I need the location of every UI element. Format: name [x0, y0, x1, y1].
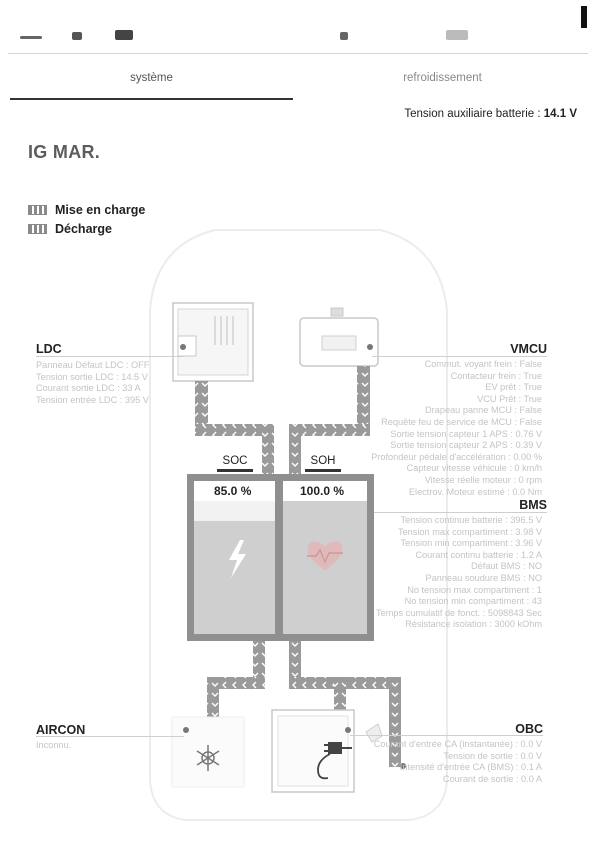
car-outline [149, 229, 448, 821]
aircon-info-row: Inconnu. [36, 740, 72, 750]
bms-info-row: Défaut BMS : NO [471, 561, 542, 572]
header-fragment [20, 36, 42, 39]
soh-value: 100.0 % [300, 484, 345, 498]
active-tab-indicator [10, 98, 293, 100]
soc-value: 85.0 % [214, 484, 252, 498]
obc-info-row: Tension de sortie : 0.0 V [443, 750, 542, 761]
legend-charge: Mise en charge [28, 203, 145, 217]
ldc-info: Panneau Défaut LDC : OFF Tension sortie … [36, 360, 149, 406]
header-divider [8, 53, 588, 54]
header-fragment [115, 30, 133, 40]
ldc-info-row: Courant sortie LDC : 33 A [36, 383, 141, 394]
vehicle-name: IG MAR. [28, 142, 101, 162]
bms-info-row: Panneau soudure BMS : NO [425, 572, 542, 583]
header-fragment [72, 32, 82, 40]
soc-label-bar [217, 469, 253, 472]
vmcu-info-row: Capteur vitesse véhicule : 0 km/h [406, 463, 542, 474]
bms-info-row: Tension max compartiment : 3.98 V [397, 526, 542, 537]
aircon-title: AIRCON [36, 723, 86, 737]
bms-title: BMS [519, 498, 547, 512]
pipe-ldc-down [262, 424, 274, 474]
soc-label: SOC [222, 455, 248, 467]
vmcu-leader-line [372, 356, 547, 357]
bms-info-row: Tension continue batterie : 396.5 V [400, 515, 542, 525]
cut-header [0, 18, 595, 48]
aux-battery-voltage: Tension auxiliaire batterie : 14.1 V [404, 108, 577, 120]
vmcu-info-row: Sortie tension capteur 2 APS : 0.39 V [390, 440, 542, 451]
bms-info-row: No tension max compartiment : 1 [407, 584, 542, 595]
bms-info-row: No tension min compartiment : 43 [404, 596, 542, 607]
vmcu-info-row: EV prêt : True [485, 382, 542, 393]
soh-label-bar [305, 469, 341, 472]
pipe-aircon-horizontal [207, 677, 265, 689]
legend-discharge: Décharge [28, 222, 112, 236]
charge-plug-icon [317, 742, 352, 780]
soh-label: SOH [310, 455, 336, 467]
obc-title: OBC [515, 722, 543, 736]
ldc-info-row: Tension sortie LDC : 14.5 V [36, 371, 148, 382]
bms-info-row: Temps cumulatif de fonct. : 5098843 Sec [376, 607, 542, 618]
heart-pulse-icon [307, 541, 343, 570]
vmcu-info-row: Contacteur frein : True [450, 370, 542, 381]
vmcu-info-row: Sortie tension capteur 1 APS : 0.76 V [390, 428, 542, 439]
pulse-line [307, 548, 343, 564]
bms-info-row: Courant continu batterie : 1.2 A [415, 549, 542, 560]
bms-info-row: Tension min compartiment : 3.96 V [400, 538, 542, 549]
vmcu-title: VMCU [510, 342, 547, 356]
obc-module-icon[interactable] [271, 709, 406, 793]
vmcu-module-icon[interactable] [299, 307, 379, 367]
pipe-vmcu-horizontal [289, 424, 370, 436]
ldc-module-icon[interactable] [172, 302, 254, 382]
aux-battery-label: Tension auxiliaire batterie : [404, 108, 541, 120]
charge-arrow-icon [28, 205, 47, 215]
bms-info: Tension continue batterie : 396.5 V Tens… [376, 515, 542, 631]
vmcu-info-row: VCU Prêt : True [477, 393, 542, 404]
battery-pack[interactable] [187, 474, 374, 641]
vmcu-info-row: Electrov. Moteur estimé : 0.0 Nm [408, 486, 542, 497]
pipe-vmcu-down [289, 424, 301, 474]
vmcu-info-row: Drapeau panne MCU : False [425, 405, 542, 416]
pipe-vmcu-vertical [357, 366, 370, 428]
pipe-aircon-down [207, 677, 219, 721]
obc-info-row: Courant de sortie : 0.0 A [442, 773, 542, 784]
header-fragment [446, 30, 468, 40]
ldc-title: LDC [36, 342, 62, 356]
pipe-ldc-horizontal [195, 424, 272, 436]
aux-battery-value: 14.1 V [543, 108, 577, 120]
bms-info-row: Résistance isolation : 3000 kOhm [405, 619, 542, 630]
ldc-info-row: Tension entrée LDC : 395 V [36, 394, 149, 405]
soc-cell-fill [194, 520, 275, 634]
pipe-obc-down [334, 677, 346, 711]
aircon-module-icon[interactable] [171, 716, 245, 788]
legend-discharge-label: Décharge [55, 222, 112, 236]
vmcu-info-row: Commut. voyant frein : False [424, 359, 542, 369]
fan-icon [196, 745, 220, 771]
aircon-leader-line [36, 736, 184, 737]
obc-leader-line [350, 735, 543, 736]
obc-info-row: Courant d'entrée CA (instantanée) : 0.0 … [373, 739, 542, 749]
vmcu-info: Commut. voyant frein : False Contacteur … [371, 359, 542, 498]
obc-info-row: Intensité d'entrée CA (BMS) : 0.1 A [399, 762, 542, 773]
bolt-icon [229, 540, 246, 578]
vmcu-info-row: Requête feu de service de MCU : False [381, 416, 542, 427]
ldc-leader-line [36, 356, 184, 357]
aircon-info: Inconnu. [36, 740, 71, 752]
header-fragment [340, 32, 348, 40]
ldc-info-row: Panneau Défaut LDC : OFF [36, 360, 150, 370]
discharge-arrow-icon [28, 224, 47, 234]
pipe-obc-right-down [389, 677, 401, 767]
tab-systeme[interactable]: système [130, 72, 173, 84]
tab-refroidissement[interactable]: refroidissement [403, 72, 482, 84]
vmcu-info-row: Vitesse réelle moteur : 0 rpm [424, 474, 542, 485]
bms-leader-line [374, 512, 547, 513]
legend-charge-label: Mise en charge [55, 203, 146, 217]
scroll-indicator [581, 6, 587, 28]
tab-bar: système refroidissement [10, 68, 585, 100]
vmcu-info-row: Profondeur pédale d'accélération : 0.00 … [371, 451, 542, 462]
pipe-ldc-vertical [195, 381, 208, 428]
obc-info: Courant d'entrée CA (instantanée) : 0.0 … [374, 739, 542, 785]
